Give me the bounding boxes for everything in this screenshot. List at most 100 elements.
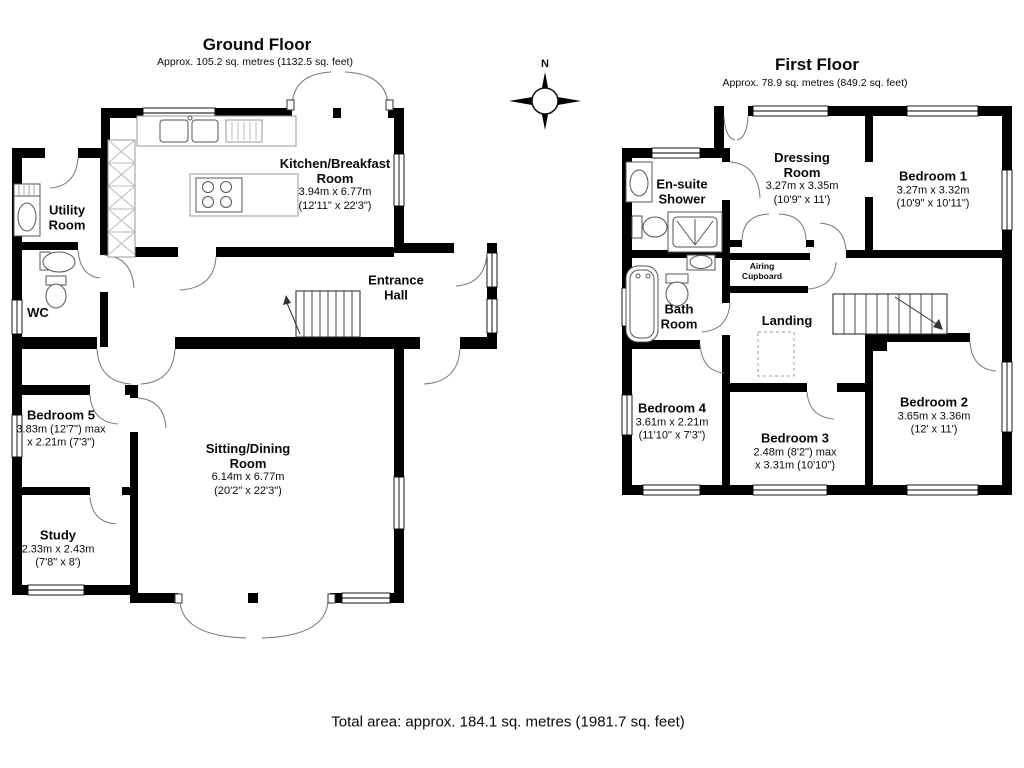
window-icon [651,147,701,159]
door-arc [699,343,725,374]
window-icon [11,299,23,335]
room-name: Study [39,527,77,543]
room-dims-metric: 3.61m x 2.21m [635,415,709,428]
kitchen-tall-units [107,139,136,258]
room-label-wc: WC [27,304,49,321]
room-label-bedroom2: Bedroom 2 3.65m x 3.36m (12' x 11') [898,395,971,437]
door-arc [807,261,837,290]
door-jambs-ground [174,99,394,604]
ground-floor-subtitle: Approx. 105.2 sq. metres (1132.5 sq. fee… [157,56,353,68]
room-name: WC [27,304,49,320]
room-dims-imperial: x 2.21m (7'3") [27,436,95,449]
window-icon [393,153,405,207]
ensuite-toilet-icon [631,215,668,239]
room-label-dressing: Dressing Room 3.27m x 3.35m (10'9" x 11'… [765,150,839,207]
room-dims-imperial: (12' x 11') [910,423,958,436]
first-floor-windows [621,105,1013,496]
toilet-icon [45,275,67,309]
room-name: Room [48,217,86,232]
door-arc [103,254,135,289]
room-label-bedroom3: Bedroom 3 2.48m (8'2") max x 3.31m (10'1… [753,431,836,473]
window-icon [642,484,701,496]
room-name: Hall [384,287,408,302]
room-label-airing-cupboard: Airing Cupboard [742,261,782,281]
ground-floor-windows [11,107,498,604]
french-door-arc [261,600,329,639]
window-icon [486,252,498,288]
room-dims-metric: 2.33m x 2.43m [21,542,95,555]
room-label-ensuite: En-suite Shower [656,176,708,207]
room-name: Room [316,170,354,186]
compass-north-label: N [541,58,549,70]
room-label-study: Study 2.33m x 2.43m (7'8" x 8') [22,528,95,570]
french-door-arc [736,115,749,141]
room-name: Dressing [774,150,830,165]
room-name: Bath [664,301,694,317]
first-floor-subtitle: Approx. 78.9 sq. metres (849.2 sq. feet) [722,77,908,89]
first-floor-walls [622,106,1012,495]
first-floor-plan [621,105,1013,496]
first-floor-doors [699,115,997,420]
bathroom-toilet-icon [665,273,689,307]
window-icon [906,484,979,496]
bathtub-icon [625,265,659,343]
room-dims-metric: 3.94m x 6.77m [298,186,372,198]
room-name: Bedroom 2 [900,394,968,410]
ground-floor-plan [11,71,498,639]
first-floor-title: First Floor [774,55,860,74]
door-arc [49,157,79,189]
room-name: Room [660,316,698,331]
bathroom-basin-icon [686,254,716,271]
door-arc [89,394,119,425]
closet-door-arc [741,213,770,241]
door-arc [806,391,835,420]
door-arc [96,348,132,385]
hob-icon [195,177,243,213]
french-door-arc [179,600,247,639]
bathroom-fixtures [625,161,723,343]
front-door-arc [455,252,488,287]
utility-sink-icon [13,183,41,237]
room-label-entrance: Entrance Hall [368,273,424,303]
room-dims-imperial: (10'9" x 11') [773,193,831,206]
room-name: Bedroom 4 [638,400,706,416]
room-name: Room [229,455,267,471]
compass-icon [509,72,581,130]
kitchen-fixtures [107,115,299,258]
room-name: Kitchen/Breakfast [279,156,391,171]
door-arc [140,348,176,385]
ground-floor-walls [12,108,497,603]
room-label-kitchen: Kitchen/Breakfast Room 3.94m x 6.77m (12… [279,156,391,213]
room-name: Sitting/Dining [205,441,291,456]
window-icon [486,298,498,334]
closet-door-arc [778,213,807,241]
room-dims-metric: 3.27m x 3.35m [765,180,839,192]
door-arc [423,348,461,385]
drainer-icon [225,119,263,143]
room-dims-metric: 3.83m (12'7") max [16,422,106,435]
door-arc [77,249,101,279]
room-dims-imperial: (10'9" x 10'11") [896,197,970,210]
room-dims-metric: 2.48m (8'2") max [753,445,837,458]
window-icon [1001,169,1013,231]
french-door-arc [344,71,389,107]
room-name: Bedroom 5 [27,407,95,423]
window-icon [752,105,829,117]
room-label-bathroom: Bath Room [660,301,698,332]
room-dims-metric: 3.65m x 3.36m [897,409,971,422]
window-icon [621,394,633,436]
stairs-icon-ground [283,290,361,338]
room-dims-imperial: (20'2" x 22'3") [214,484,282,497]
room-name: Bedroom 3 [761,430,829,446]
door-arc [179,256,217,291]
door-arc [701,302,731,333]
room-name: Utility [48,202,86,218]
room-name: Shower [658,191,706,206]
window-icon [906,105,979,117]
window-icon [752,484,828,496]
room-dims-imperial: (12'11" x 22'3") [298,199,372,212]
room-name: En-suite [656,176,708,192]
room-label-utility: Utility Room [48,202,86,233]
